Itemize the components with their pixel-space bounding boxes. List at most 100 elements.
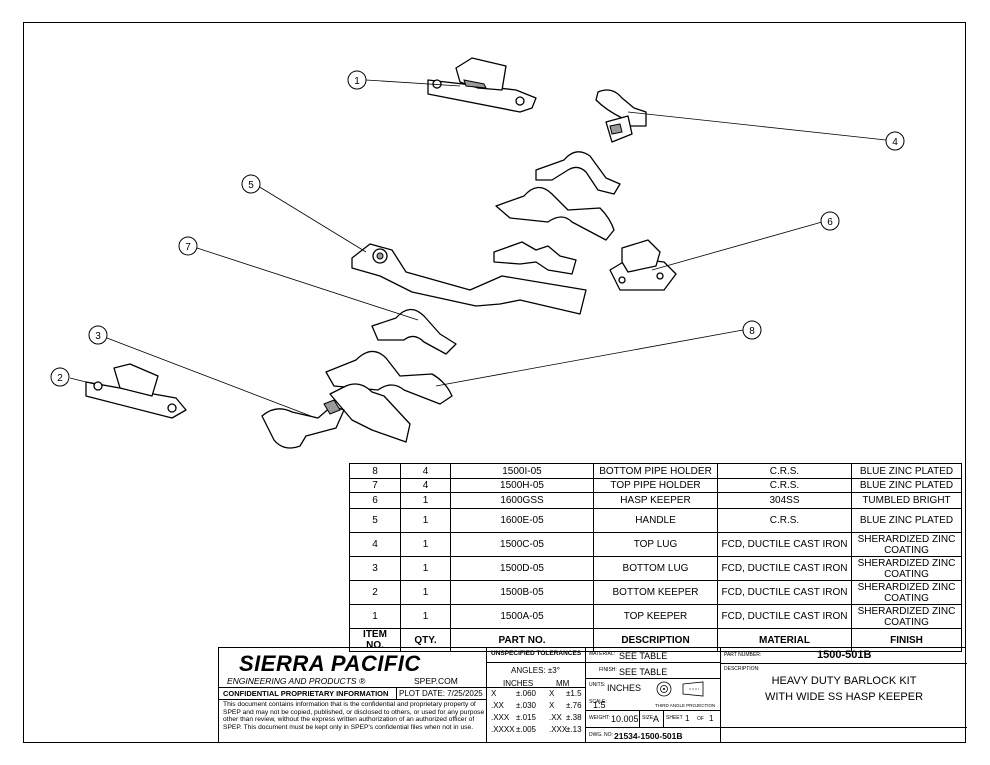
balloon-label: 2 xyxy=(57,373,63,384)
bom-cell-item-number: 8 xyxy=(349,463,401,479)
part-handle xyxy=(351,243,587,315)
bom-header-finish: FINISH xyxy=(851,628,962,652)
material-value: SEE TABLE xyxy=(619,651,668,661)
dwg-number: 21534-1500-501B xyxy=(614,731,683,741)
bom-cell-quantity: 1 xyxy=(400,508,451,533)
tolerance-mm-val: ±.76 xyxy=(566,701,582,710)
bom-cell-finish: BLUE ZINC PLATED xyxy=(851,478,962,493)
registered-mark: ® xyxy=(358,676,366,686)
mm-header: MM xyxy=(556,679,570,688)
bom-cell-finish: SHERARDIZED ZINC COATING xyxy=(851,532,962,557)
balloon-label: 8 xyxy=(749,326,755,337)
tolerance-in-val: ±.005 xyxy=(516,725,536,734)
bom-cell-part-number: 1600E-05 xyxy=(450,508,594,533)
tolerance-in-key: .XXXX xyxy=(491,725,515,734)
bom-cell-material: C.R.S. xyxy=(717,478,852,493)
bom-cell-material: FCD, DUCTILE CAST IRON xyxy=(717,556,852,581)
dwg-label: DWG. NO: xyxy=(589,732,613,738)
tolerance-in-key: X xyxy=(491,689,497,698)
weight-value: 10.005 xyxy=(611,714,639,724)
of-value: 1 xyxy=(709,714,714,723)
bom-cell-finish: SHERARDIZED ZINC COATING xyxy=(851,580,962,605)
units-label: UNITS: xyxy=(589,682,606,688)
bom-cell-part-number: 1500H-05 xyxy=(450,478,594,493)
bom-cell-description: BOTTOM KEEPER xyxy=(593,580,718,605)
tolerance-mm-val: ±.38 xyxy=(566,713,582,722)
bom-cell-part-number: 1500I-05 xyxy=(450,463,594,479)
part-bottom-pipe-holder xyxy=(329,241,577,443)
inches-header: INCHES xyxy=(503,679,534,688)
tolerance-mm-key: .XX xyxy=(549,713,562,722)
part-top-keeper xyxy=(427,57,537,113)
bom-cell-item-number: 7 xyxy=(349,478,401,493)
bom-cell-description: BOTTOM LUG xyxy=(593,556,718,581)
bom-cell-description: TOP LUG xyxy=(593,532,718,557)
bom-header-description: DESCRIPTION xyxy=(593,628,718,652)
description-label: DESCRIPTION: xyxy=(724,666,760,672)
part-number-label: PART NUMBER: xyxy=(724,652,762,658)
bom-cell-description: HASP KEEPER xyxy=(593,492,718,509)
finish-label: FINISH: xyxy=(599,667,617,673)
sheet-label: SHEET xyxy=(666,715,683,721)
tolerance-in-key: .XX xyxy=(491,701,504,710)
units-value: INCHES xyxy=(607,683,642,693)
bom-cell-item-number: 4 xyxy=(349,532,401,557)
part-top-pipe-holder xyxy=(325,151,621,405)
balloon-5: 5 xyxy=(241,174,261,194)
confidential-title: CONFIDENTIAL PROPRIETARY INFORMATION xyxy=(223,689,389,698)
balloon-label: 3 xyxy=(95,331,101,342)
tolerance-mm-val: ±1.5 xyxy=(566,689,582,698)
projection-label: THIRD ANGLE PROJECTION xyxy=(655,703,716,708)
part-hasp-keeper xyxy=(609,239,677,291)
bom-cell-description: TOP KEEPER xyxy=(593,604,718,629)
balloon-label: 7 xyxy=(185,242,191,253)
bom-header-item: ITEM NO. xyxy=(349,628,401,652)
plot-date: PLOT DATE: 7/25/2025 xyxy=(399,689,483,698)
bom-cell-description: BOTTOM PIPE HOLDER xyxy=(593,463,718,479)
drawing-sheet xyxy=(23,22,966,743)
bom-cell-finish: TUMBLED BRIGHT xyxy=(851,492,962,509)
bom-cell-material: 304SS xyxy=(717,492,852,509)
bom-cell-description: TOP PIPE HOLDER xyxy=(593,478,718,493)
bom-cell-part-number: 1500D-05 xyxy=(450,556,594,581)
balloon-label: 1 xyxy=(354,76,360,87)
title-block: SIERRA PACIFIC ENGINEERING AND PRODUCTS … xyxy=(218,647,967,743)
bom-cell-quantity: 4 xyxy=(400,478,451,493)
part-bottom-keeper xyxy=(85,363,187,419)
tolerance-in-val: ±.015 xyxy=(516,713,536,722)
balloon-6: 6 xyxy=(820,211,840,231)
bom-cell-item-number: 3 xyxy=(349,556,401,581)
bom-cell-quantity: 1 xyxy=(400,492,451,509)
bom-cell-item-number: 6 xyxy=(349,492,401,509)
part-top-lug xyxy=(595,89,647,143)
description-line-2: WITH WIDE SS HASP KEEPER xyxy=(764,691,924,703)
balloon-3: 3 xyxy=(88,325,108,345)
confidential-notice: This document contains information that … xyxy=(223,701,485,731)
company-subtitle: ENGINEERING AND PRODUCTS ® xyxy=(227,676,366,686)
material-label: MATERIAL: xyxy=(589,651,616,657)
bom-cell-material: FCD, DUCTILE CAST IRON xyxy=(717,604,852,629)
of-label: OF xyxy=(697,716,704,722)
bom-header-material: MATERIAL xyxy=(717,628,852,652)
bom-cell-quantity: 4 xyxy=(400,463,451,479)
bom-cell-part-number: 1500A-05 xyxy=(450,604,594,629)
bom-cell-part-number: 1600GSS xyxy=(450,492,594,509)
bom-cell-quantity: 1 xyxy=(400,604,451,629)
bom-cell-material: FCD, DUCTILE CAST IRON xyxy=(717,532,852,557)
scale-label: SCALE: xyxy=(589,699,607,705)
balloon-7: 7 xyxy=(178,236,198,256)
bom-cell-description: HANDLE xyxy=(593,508,718,533)
part-bottom-lug xyxy=(261,399,345,449)
bom-cell-finish: SHERARDIZED ZINC COATING xyxy=(851,604,962,629)
bom-cell-item-number: 5 xyxy=(349,508,401,533)
part-number-value: 1500-501B xyxy=(817,649,872,661)
bom-cell-material: C.R.S. xyxy=(717,463,852,479)
balloon-label: 6 xyxy=(827,217,833,228)
